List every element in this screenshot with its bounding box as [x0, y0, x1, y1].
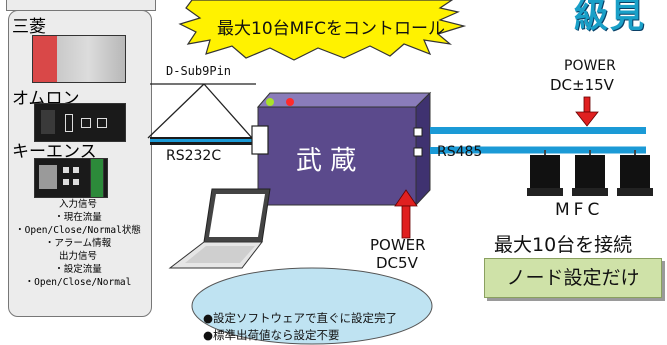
omron-plc-image [34, 103, 126, 142]
power-bottom-value: DC5V [376, 254, 418, 272]
banner-burst [178, 0, 467, 61]
dsub-label: D-Sub9Pin [166, 64, 232, 78]
panel-top-stub [6, 0, 156, 11]
power-top-arrow [575, 96, 599, 127]
bubble-line: ●設定ソフトウェアで直ぐに設定完了 [203, 311, 398, 325]
power-bottom-label: POWER [370, 236, 426, 254]
device-top-face [256, 92, 432, 108]
signal-item: ・Open/Close/Normal状態 [15, 225, 141, 236]
brand-mitsubishi: 三菱 [12, 17, 46, 37]
dsub-line-right [203, 83, 253, 139]
brand-keyence: キーエンス [12, 142, 97, 162]
keyence-module [90, 158, 104, 198]
device-right-port-bottom [413, 147, 423, 157]
dsub-line-left [147, 83, 205, 139]
signal-list: 入力信号 ・現在流量 ・Open/Close/Normal状態 ・アラーム情報 … [4, 198, 152, 289]
mitsubishi-plc-image [32, 35, 126, 83]
power-top-value: DC±15V [550, 76, 614, 94]
device-right-port-top [413, 127, 423, 137]
rs232c-label: RS232C [166, 148, 222, 164]
signal-item: ・現在流量 [54, 212, 102, 223]
signal-item: ・Open/Close/Normal [24, 277, 132, 288]
power-bottom-arrow [394, 189, 418, 239]
led-red [286, 98, 294, 106]
signal-item: 入力信号 [58, 199, 97, 210]
laptop-image [168, 188, 271, 269]
rs485-label: RS485 [437, 144, 483, 160]
power-top-label: POWER [564, 58, 616, 74]
mfc-caption: 最大10台を接続 [494, 234, 633, 256]
device-front-face [257, 106, 417, 206]
banner-title: 級見 [574, 0, 646, 36]
rs485-cable [430, 127, 646, 134]
signal-item: ・設定流量 [54, 264, 102, 275]
mfc-units [527, 150, 653, 196]
node-setting-text: ノード設定だけ [506, 267, 640, 289]
mfc-label: MFC [555, 200, 604, 220]
signal-item: ・アラーム情報 [44, 238, 112, 249]
signal-item: 出力信号 [58, 251, 97, 262]
banner-text: 最大10台MFCをコントロール [217, 19, 445, 39]
device-port [251, 125, 269, 155]
led-green [266, 98, 274, 106]
node-setting-box: ノード設定だけ [484, 258, 662, 298]
bubble-line: ●標準出荷値なら設定不要 [203, 328, 340, 342]
device-name: 武 蔵 [296, 146, 357, 176]
bubble-shape [191, 267, 433, 345]
